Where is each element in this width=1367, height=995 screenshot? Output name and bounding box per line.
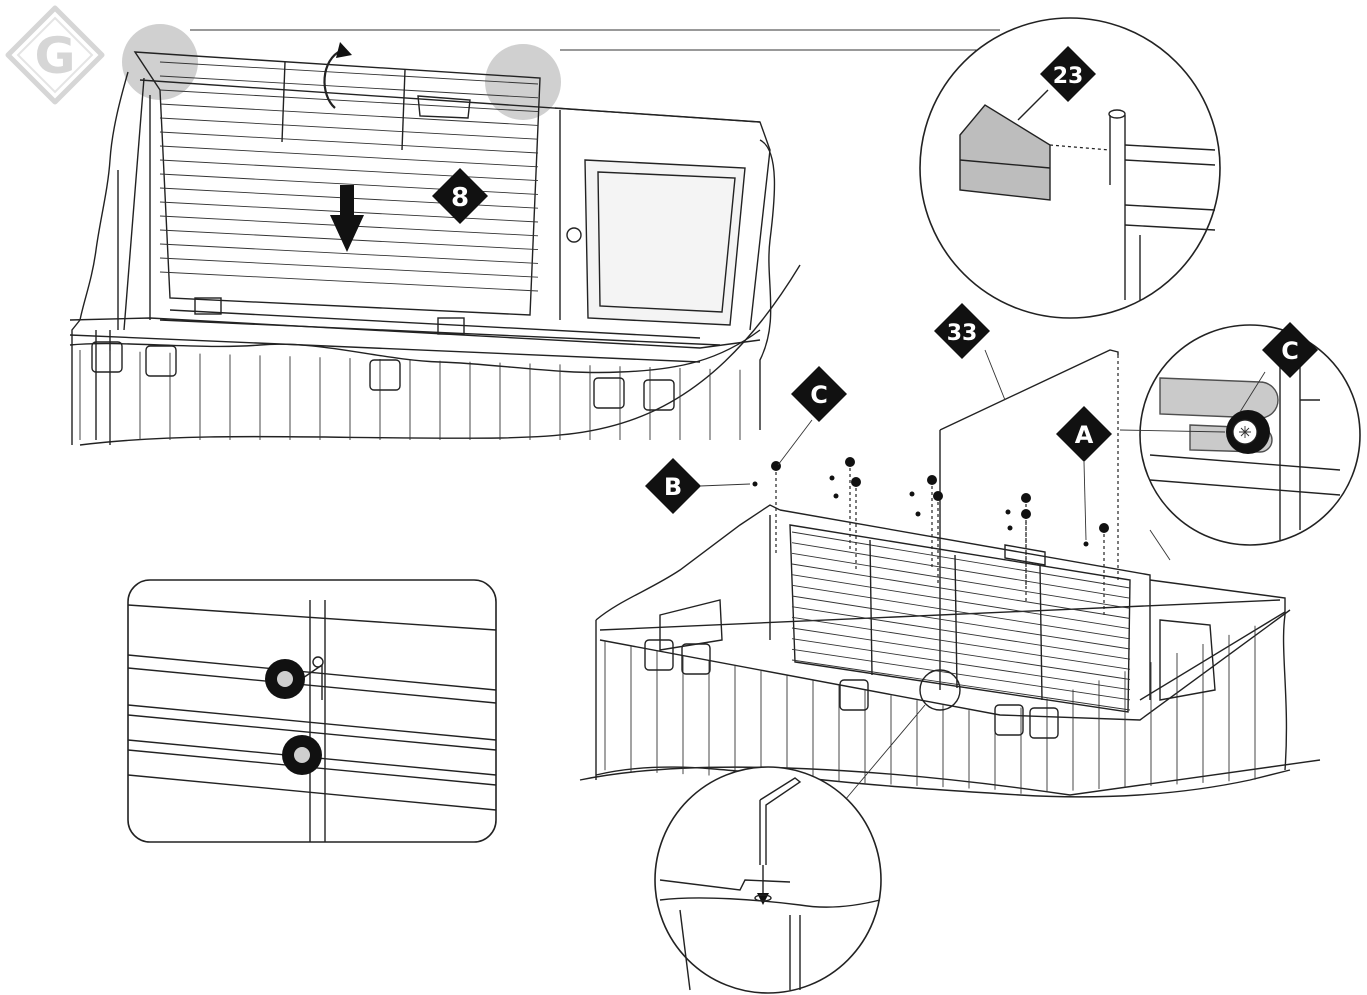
highlight-circle-right (485, 44, 561, 120)
detail-box-screws (127, 579, 497, 843)
callout-c-detail: C (1262, 322, 1318, 378)
down-arrow (330, 185, 364, 252)
scene-top-left (69, 24, 1000, 446)
fastener-set (752, 457, 1109, 618)
svg-text:23: 23 (1053, 64, 1084, 89)
svg-text:8: 8 (451, 183, 469, 213)
detail-circle-screw (1119, 324, 1361, 546)
grille-installed (789, 524, 1131, 713)
svg-text:B: B (664, 473, 682, 501)
svg-text:C: C (1281, 337, 1299, 365)
rotate-arrow (323, 48, 343, 109)
detail-circle-corner-cap (919, 17, 1221, 319)
callout-b: B (645, 458, 701, 514)
detail-circle-rod-insert (654, 766, 882, 994)
latch-group-top-left (91, 341, 675, 411)
svg-text:A: A (1075, 421, 1094, 449)
brand-logo: G (5, 5, 105, 105)
callout-23: 23 (1040, 46, 1096, 102)
grille-panel (133, 51, 541, 316)
callout-33: 33 (934, 303, 990, 359)
callout-c-main: C (791, 366, 847, 422)
callout-8: 8 (432, 168, 488, 224)
svg-text:33: 33 (947, 321, 978, 346)
latch-group-main (644, 639, 1059, 739)
callout-a: A (1056, 406, 1112, 462)
brand-logo-letter: G (34, 27, 75, 85)
svg-text:C: C (810, 381, 828, 409)
rod (939, 349, 1119, 431)
scene-main-right (579, 349, 1321, 801)
